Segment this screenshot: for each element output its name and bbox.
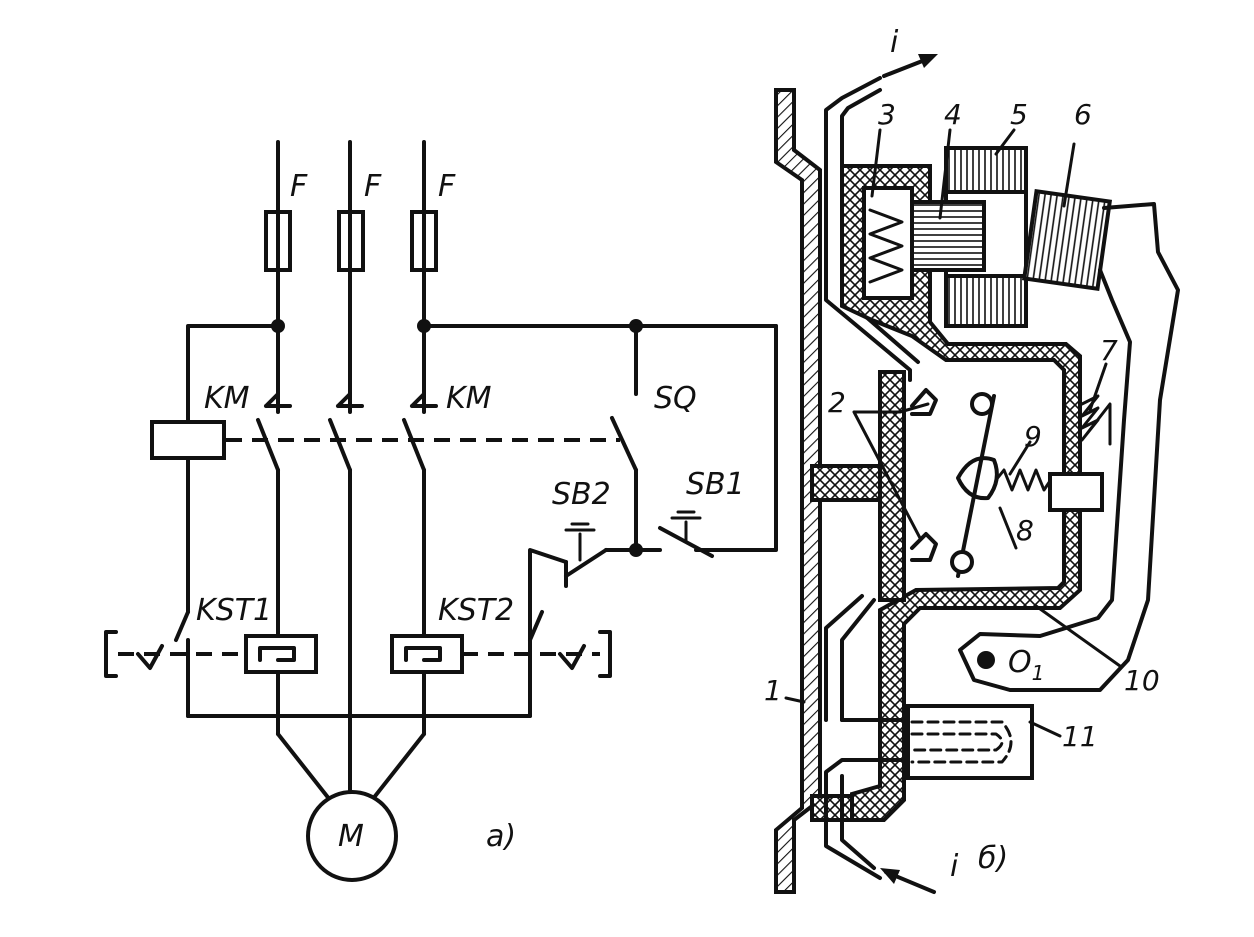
spring-7	[1080, 394, 1112, 446]
coil-km	[150, 420, 226, 460]
contact-bridge-8	[950, 392, 1104, 578]
part-number-10: 10	[1124, 664, 1160, 697]
motor-symbol	[306, 790, 398, 882]
leader-lines	[784, 128, 1122, 738]
part-number-1: 1	[764, 674, 782, 707]
armature-6	[1021, 189, 1113, 291]
lower-terminal	[840, 598, 876, 722]
relay-kst1-element	[244, 634, 318, 674]
spring-9	[994, 468, 1054, 492]
caption-b: б)	[978, 841, 1008, 876]
fuse-label-3: F	[438, 169, 456, 204]
plunger	[1048, 472, 1104, 512]
part-number-3: 3	[878, 98, 896, 131]
fuse-label-1: F	[290, 169, 308, 204]
button-sb2-label: SB2	[552, 477, 611, 512]
motor-label: M	[338, 819, 364, 854]
control-circuit: SQ SB1 SB2	[174, 319, 778, 718]
relay-kst2-element	[390, 634, 464, 674]
lever-arm	[958, 202, 1180, 692]
current-label-top: i	[890, 25, 899, 60]
main-contacts	[256, 392, 438, 792]
limit-switch-sq	[610, 416, 638, 472]
fuse-label-2: F	[364, 169, 382, 204]
part-number-7: 7	[1100, 334, 1118, 367]
coil-5-top	[944, 146, 1028, 194]
fuses: F F F	[264, 169, 456, 272]
heater-11	[906, 704, 1034, 780]
motor: M	[276, 732, 426, 882]
pivot-label: O1	[1008, 645, 1044, 685]
button-sb1-label: SB1	[686, 467, 745, 502]
part-number-2: 2	[828, 386, 846, 419]
current-label-bottom: i	[950, 849, 959, 884]
part-number-8: 8	[1016, 514, 1034, 547]
schematic-a: F F F SQ SB1	[104, 140, 778, 882]
coil-5-bottom	[944, 274, 1028, 328]
pivot-o1	[977, 651, 995, 669]
construction-b: i i 1 2 3 4 5 6 7 8 9 10 11 O1 б)	[764, 25, 1180, 894]
thermal-relays: KST1 KST2	[104, 593, 612, 736]
caption-a: a)	[486, 819, 516, 854]
spring-3	[868, 208, 904, 284]
contactor-label-right: KM	[446, 381, 492, 416]
part-number-5: 5	[1010, 98, 1028, 131]
part-number-4: 4	[944, 98, 962, 131]
upper-terminal	[824, 76, 912, 382]
limit-switch-label: SQ	[654, 381, 697, 416]
core-4	[910, 200, 986, 272]
part-number-11: 11	[1062, 720, 1098, 753]
part-number-6: 6	[1074, 98, 1092, 131]
relay-label-kst1: KST1	[196, 593, 272, 628]
part-number-9: 9	[1024, 420, 1042, 453]
base-plate-1	[774, 88, 822, 894]
contactor-label-left: KM	[204, 381, 250, 416]
relay-label-kst2: KST2	[438, 593, 514, 628]
